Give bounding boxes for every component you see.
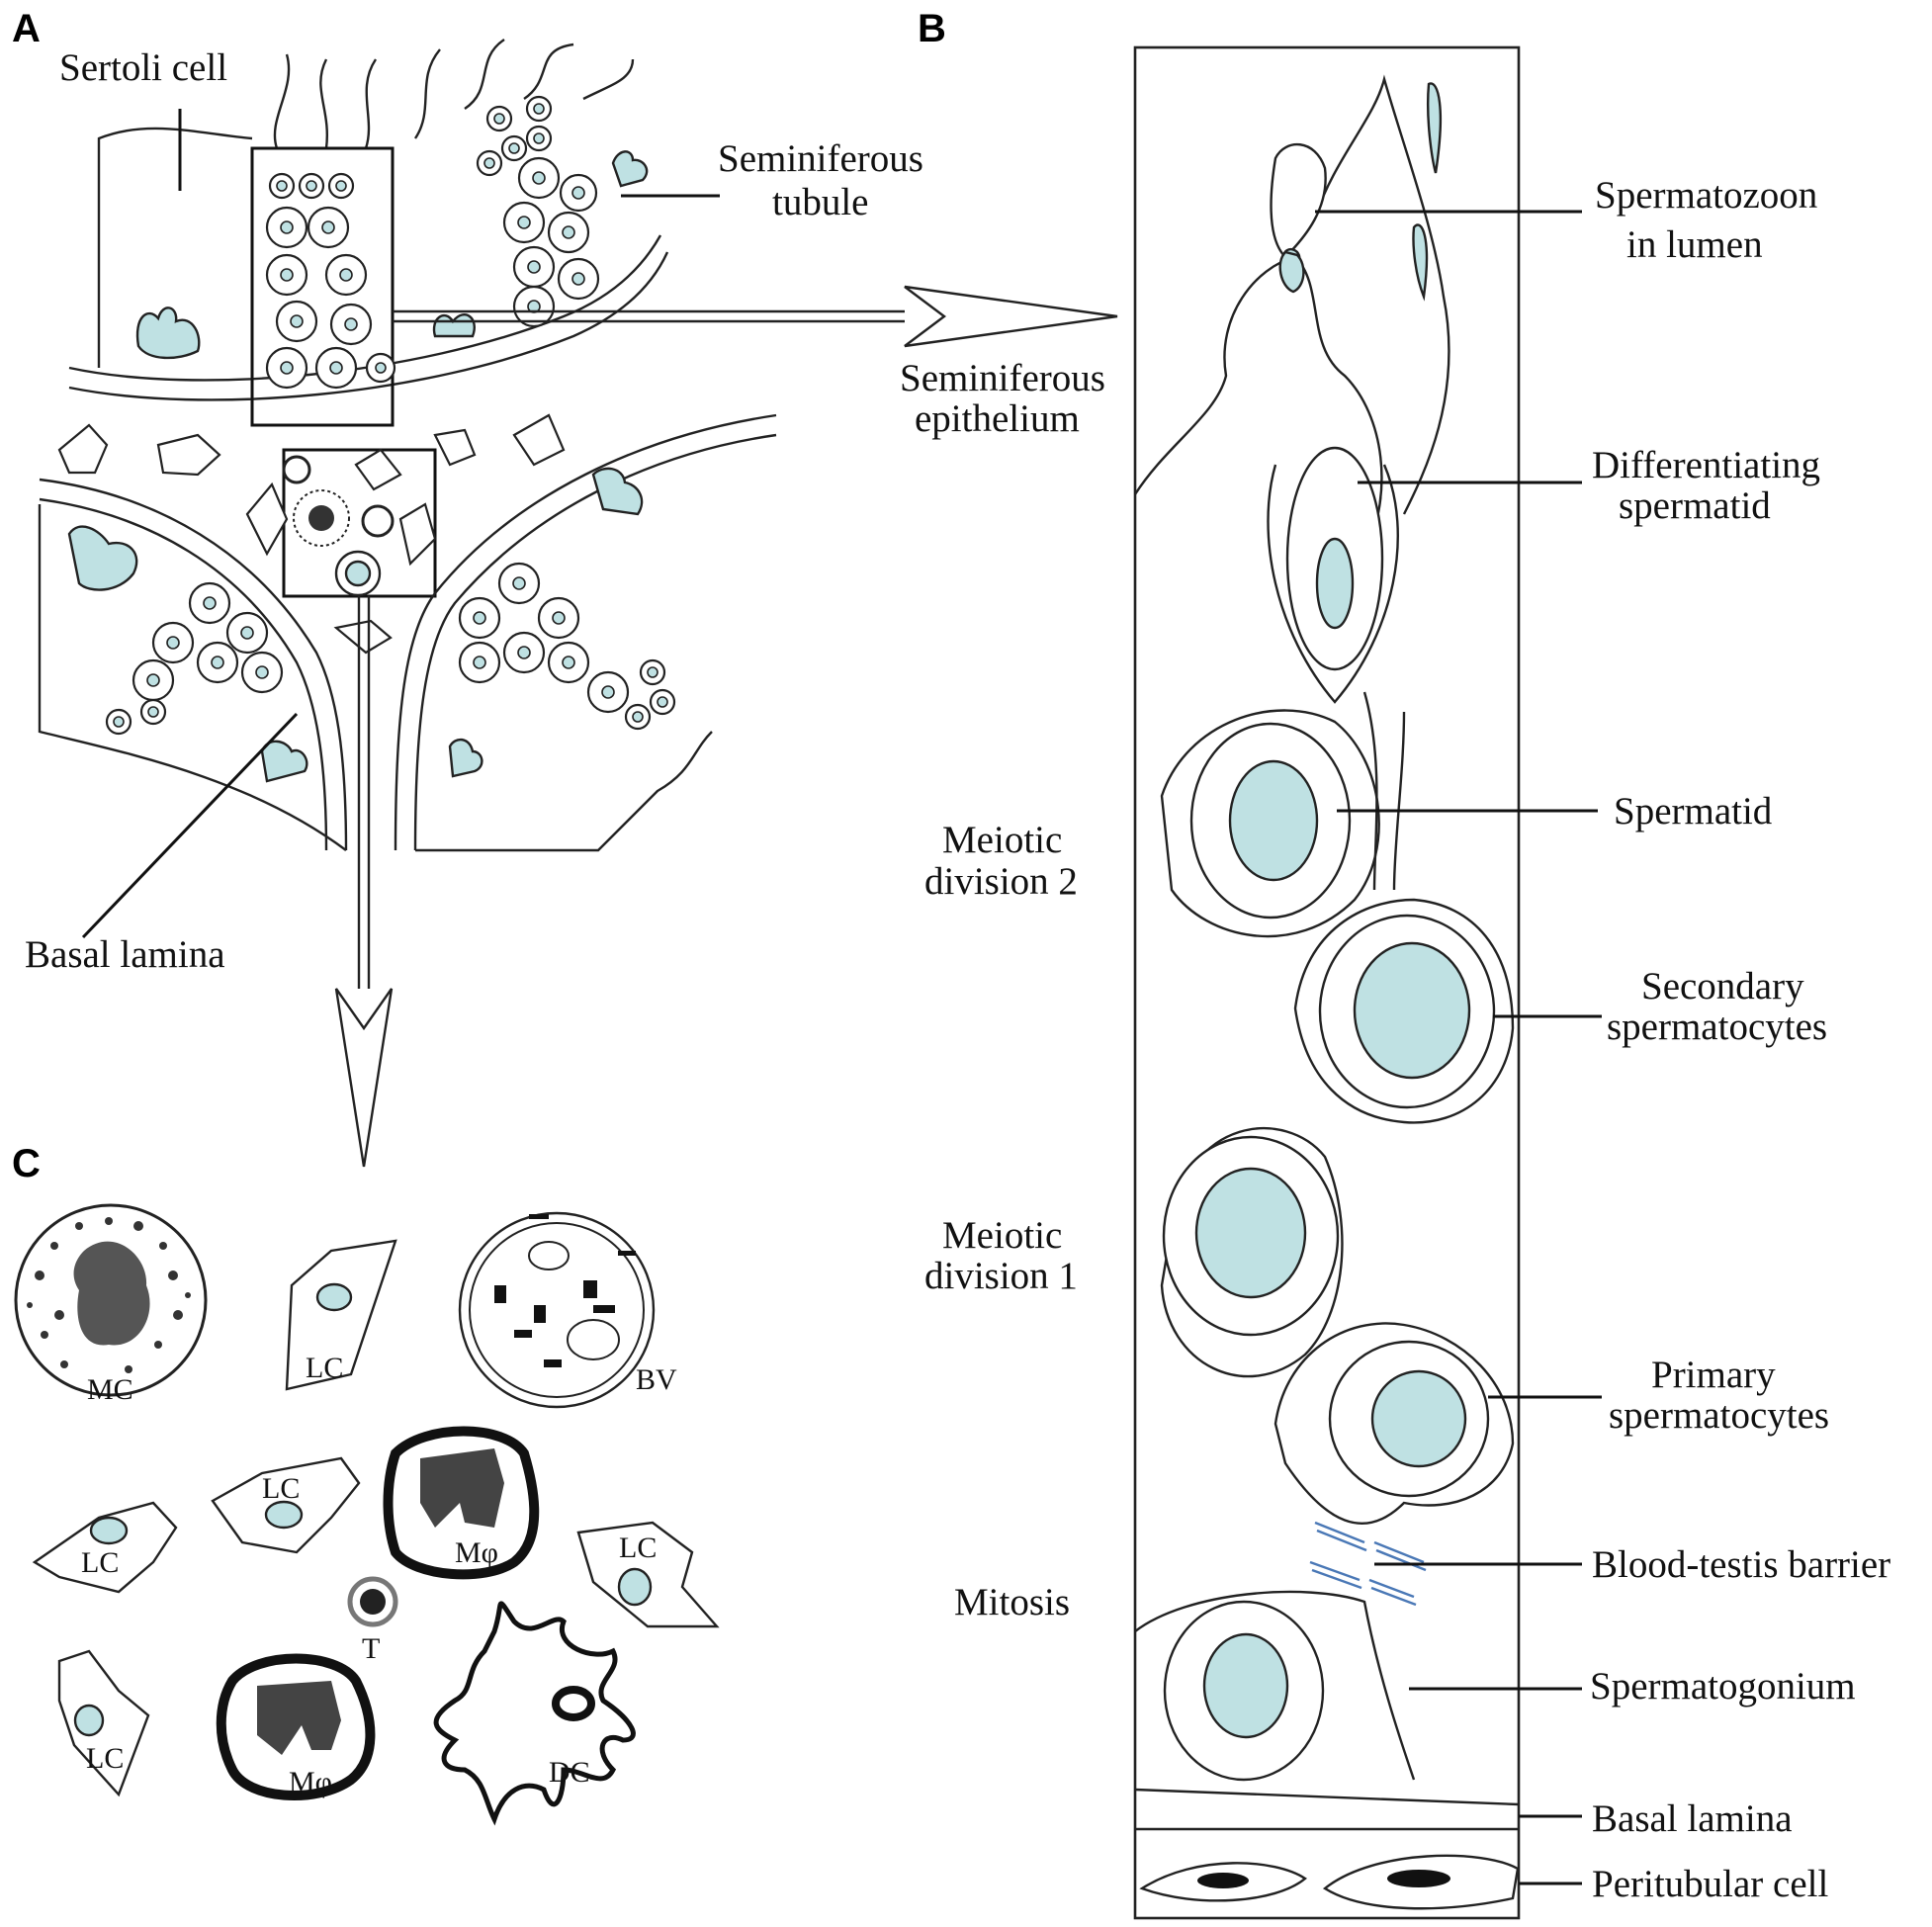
arrow-to-panel-b (393, 285, 1118, 348)
primary-spermatocyte-nucleus (1370, 1369, 1467, 1468)
label-lc-5: LC (86, 1742, 124, 1775)
label-meiotic-1-line1: Meiotic (942, 1214, 1062, 1257)
label-t: T (362, 1632, 380, 1665)
blood-vessel (458, 1211, 656, 1409)
arrow-to-panel-c (334, 596, 394, 1168)
dendritic-cell (433, 1601, 636, 1826)
label-spermatozoon-1: Spermatozoon (1595, 174, 1817, 217)
label-mc: MC (87, 1373, 133, 1406)
label-epithelium-1: Seminiferous (900, 357, 1105, 399)
spermatozoon-head (1426, 82, 1443, 174)
panel-a-letter: A (12, 7, 41, 50)
label-differentiating-1: Differentiating (1592, 444, 1820, 486)
label-lc-3: LC (81, 1546, 119, 1579)
label-primary-2: spermatocytes (1609, 1394, 1829, 1437)
label-spermatozoon-2: in lumen (1626, 223, 1763, 266)
leydig-cell-1 (285, 1239, 397, 1391)
label-mphi-2: Mφ (289, 1766, 332, 1798)
label-lc-2: LC (262, 1472, 300, 1505)
label-mphi-1: Mφ (455, 1536, 498, 1569)
label-basal-lamina-a: Basal lamina (25, 933, 225, 976)
sertoli-nucleus (135, 307, 201, 360)
label-epithelium-2: epithelium (915, 397, 1080, 440)
epithelium-column (1133, 45, 1521, 1920)
label-lc-1: LC (306, 1352, 343, 1384)
label-dc: DC (549, 1756, 590, 1789)
label-tubule-1: Seminiferous (718, 137, 923, 180)
panel-c-letter: C (12, 1142, 41, 1185)
label-mitosis: Mitosis (954, 1581, 1070, 1623)
panel-b-diagram: Spermatozoon in lumen Differentiating sp… (924, 45, 1890, 1920)
label-sertoli-cell: Sertoli cell (59, 46, 227, 89)
label-meiotic-2-line2: division 2 (924, 860, 1078, 903)
label-tubule-2: tubule (772, 181, 868, 223)
label-meiotic-2-line1: Meiotic (942, 819, 1062, 861)
label-peritubular-cell: Peritubular cell (1592, 1863, 1828, 1905)
label-meiotic-1-line2: division 1 (924, 1255, 1078, 1297)
label-basal-lamina-b: Basal lamina (1592, 1797, 1793, 1840)
label-spermatogonium: Spermatogonium (1590, 1665, 1856, 1708)
label-differentiating-2: spermatid (1619, 484, 1771, 527)
blood-testis-barrier-marks (1309, 1521, 1427, 1607)
panel-b-letter: B (918, 7, 946, 50)
label-spermatid: Spermatid (1614, 790, 1773, 832)
label-blood-testis-barrier: Blood-testis barrier (1592, 1543, 1890, 1586)
epithelium-box (250, 146, 395, 427)
label-lc-4: LC (619, 1532, 657, 1564)
spermatid-nucleus (1228, 759, 1319, 882)
label-secondary-1: Secondary (1641, 965, 1804, 1007)
panel-c-diagram: MC LC LC LC LC LC BV Mφ (14, 1203, 720, 1826)
spermatogonium-nucleus (1202, 1632, 1289, 1739)
label-bv: BV (636, 1363, 677, 1396)
label-secondary-2: spermatocytes (1607, 1006, 1827, 1048)
secondary-spermatocyte-nucleus (1353, 941, 1471, 1080)
panel-a-diagram: Sertoli cell Seminiferous tubule Basal l… (25, 39, 1118, 1168)
differentiating-spermatid-nucleus (1315, 537, 1355, 630)
label-primary-1: Primary (1651, 1354, 1776, 1396)
leydig-cell-3 (32, 1501, 178, 1594)
